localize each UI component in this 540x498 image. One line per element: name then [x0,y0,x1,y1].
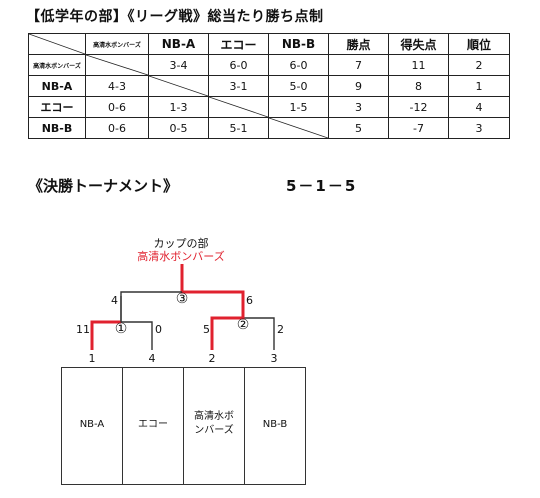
diagonal-cell [148,75,209,97]
team-name: エコー [138,419,168,430]
team-name: NB-A [79,419,105,430]
score-semi2-right: 2 [277,323,284,336]
team-slot-nbb: NB-B [244,367,306,485]
winner-path [90,264,245,350]
tournament-format: 5－1－5 [286,177,358,195]
score-cell: 5-1 [208,117,269,139]
score-final-right: 6 [246,294,253,307]
cup-division-label: カップの部 [153,237,209,250]
seed-number: 3 [270,352,278,365]
match-number-semi1: ① [114,321,128,337]
goal-diff-cell: 11 [388,54,449,76]
row-team-label: NB-B [28,117,86,139]
header-team-nbb: NB-B [268,33,329,55]
diagonal-cell [268,117,329,139]
team-name: NB-B [262,419,288,430]
seed-number: 4 [148,352,156,365]
diagonal-cell [208,96,269,118]
tournament-title: 《決勝トーナメント》 [28,177,179,195]
match-number-semi2: ② [236,317,250,333]
header-points: 勝点 [328,33,389,55]
team-name-line2: ンバーズ [194,425,234,436]
score-final-left: 4 [111,294,118,307]
team-slot-takashimizu: 高清水ボ ンバーズ [183,367,245,485]
header-team-nba: NB-A [148,33,209,55]
score-cell: 0-6 [85,117,149,139]
team-slot-echo: エコー [122,367,184,485]
points-cell: 5 [328,117,389,139]
league-title: 【低学年の部】《リーグ戦》総当たり勝ち点制 [26,9,324,25]
table-row: NB-A 4-3 3-1 5-0 9 8 1 [28,75,510,97]
diagonal-corner-cell [28,33,86,55]
team-name-line1: 高清水ボ [194,411,234,422]
team-slot-nba: NB-A [61,367,123,485]
seed-number: 1 [88,352,96,365]
score-cell: 5-0 [268,75,329,97]
final-left-branch [120,291,182,322]
score-semi1-left: 11 [76,323,90,336]
table-row: NB-B 0-6 0-5 5-1 5 -7 3 [28,117,510,139]
score-semi2-left: 5 [203,323,210,336]
rank-cell: 3 [448,117,510,139]
match-number-final: ③ [175,291,189,307]
league-table: 高清水ボンバーズ NB-A エコー NB-B 勝点 得失点 順位 高清水ボンバー… [28,33,510,139]
header-team-echo: エコー [208,33,269,55]
header-goal-difference: 得失点 [388,33,449,55]
seed-number: 2 [208,352,216,365]
champion-team: 高清水ボンバーズ [137,250,225,263]
score-semi1-right: 0 [155,323,162,336]
score-cell: 4-3 [85,75,149,97]
table-header-row: 高清水ボンバーズ NB-A エコー NB-B 勝点 得失点 順位 [28,33,510,55]
diagonal-cell [85,54,149,76]
